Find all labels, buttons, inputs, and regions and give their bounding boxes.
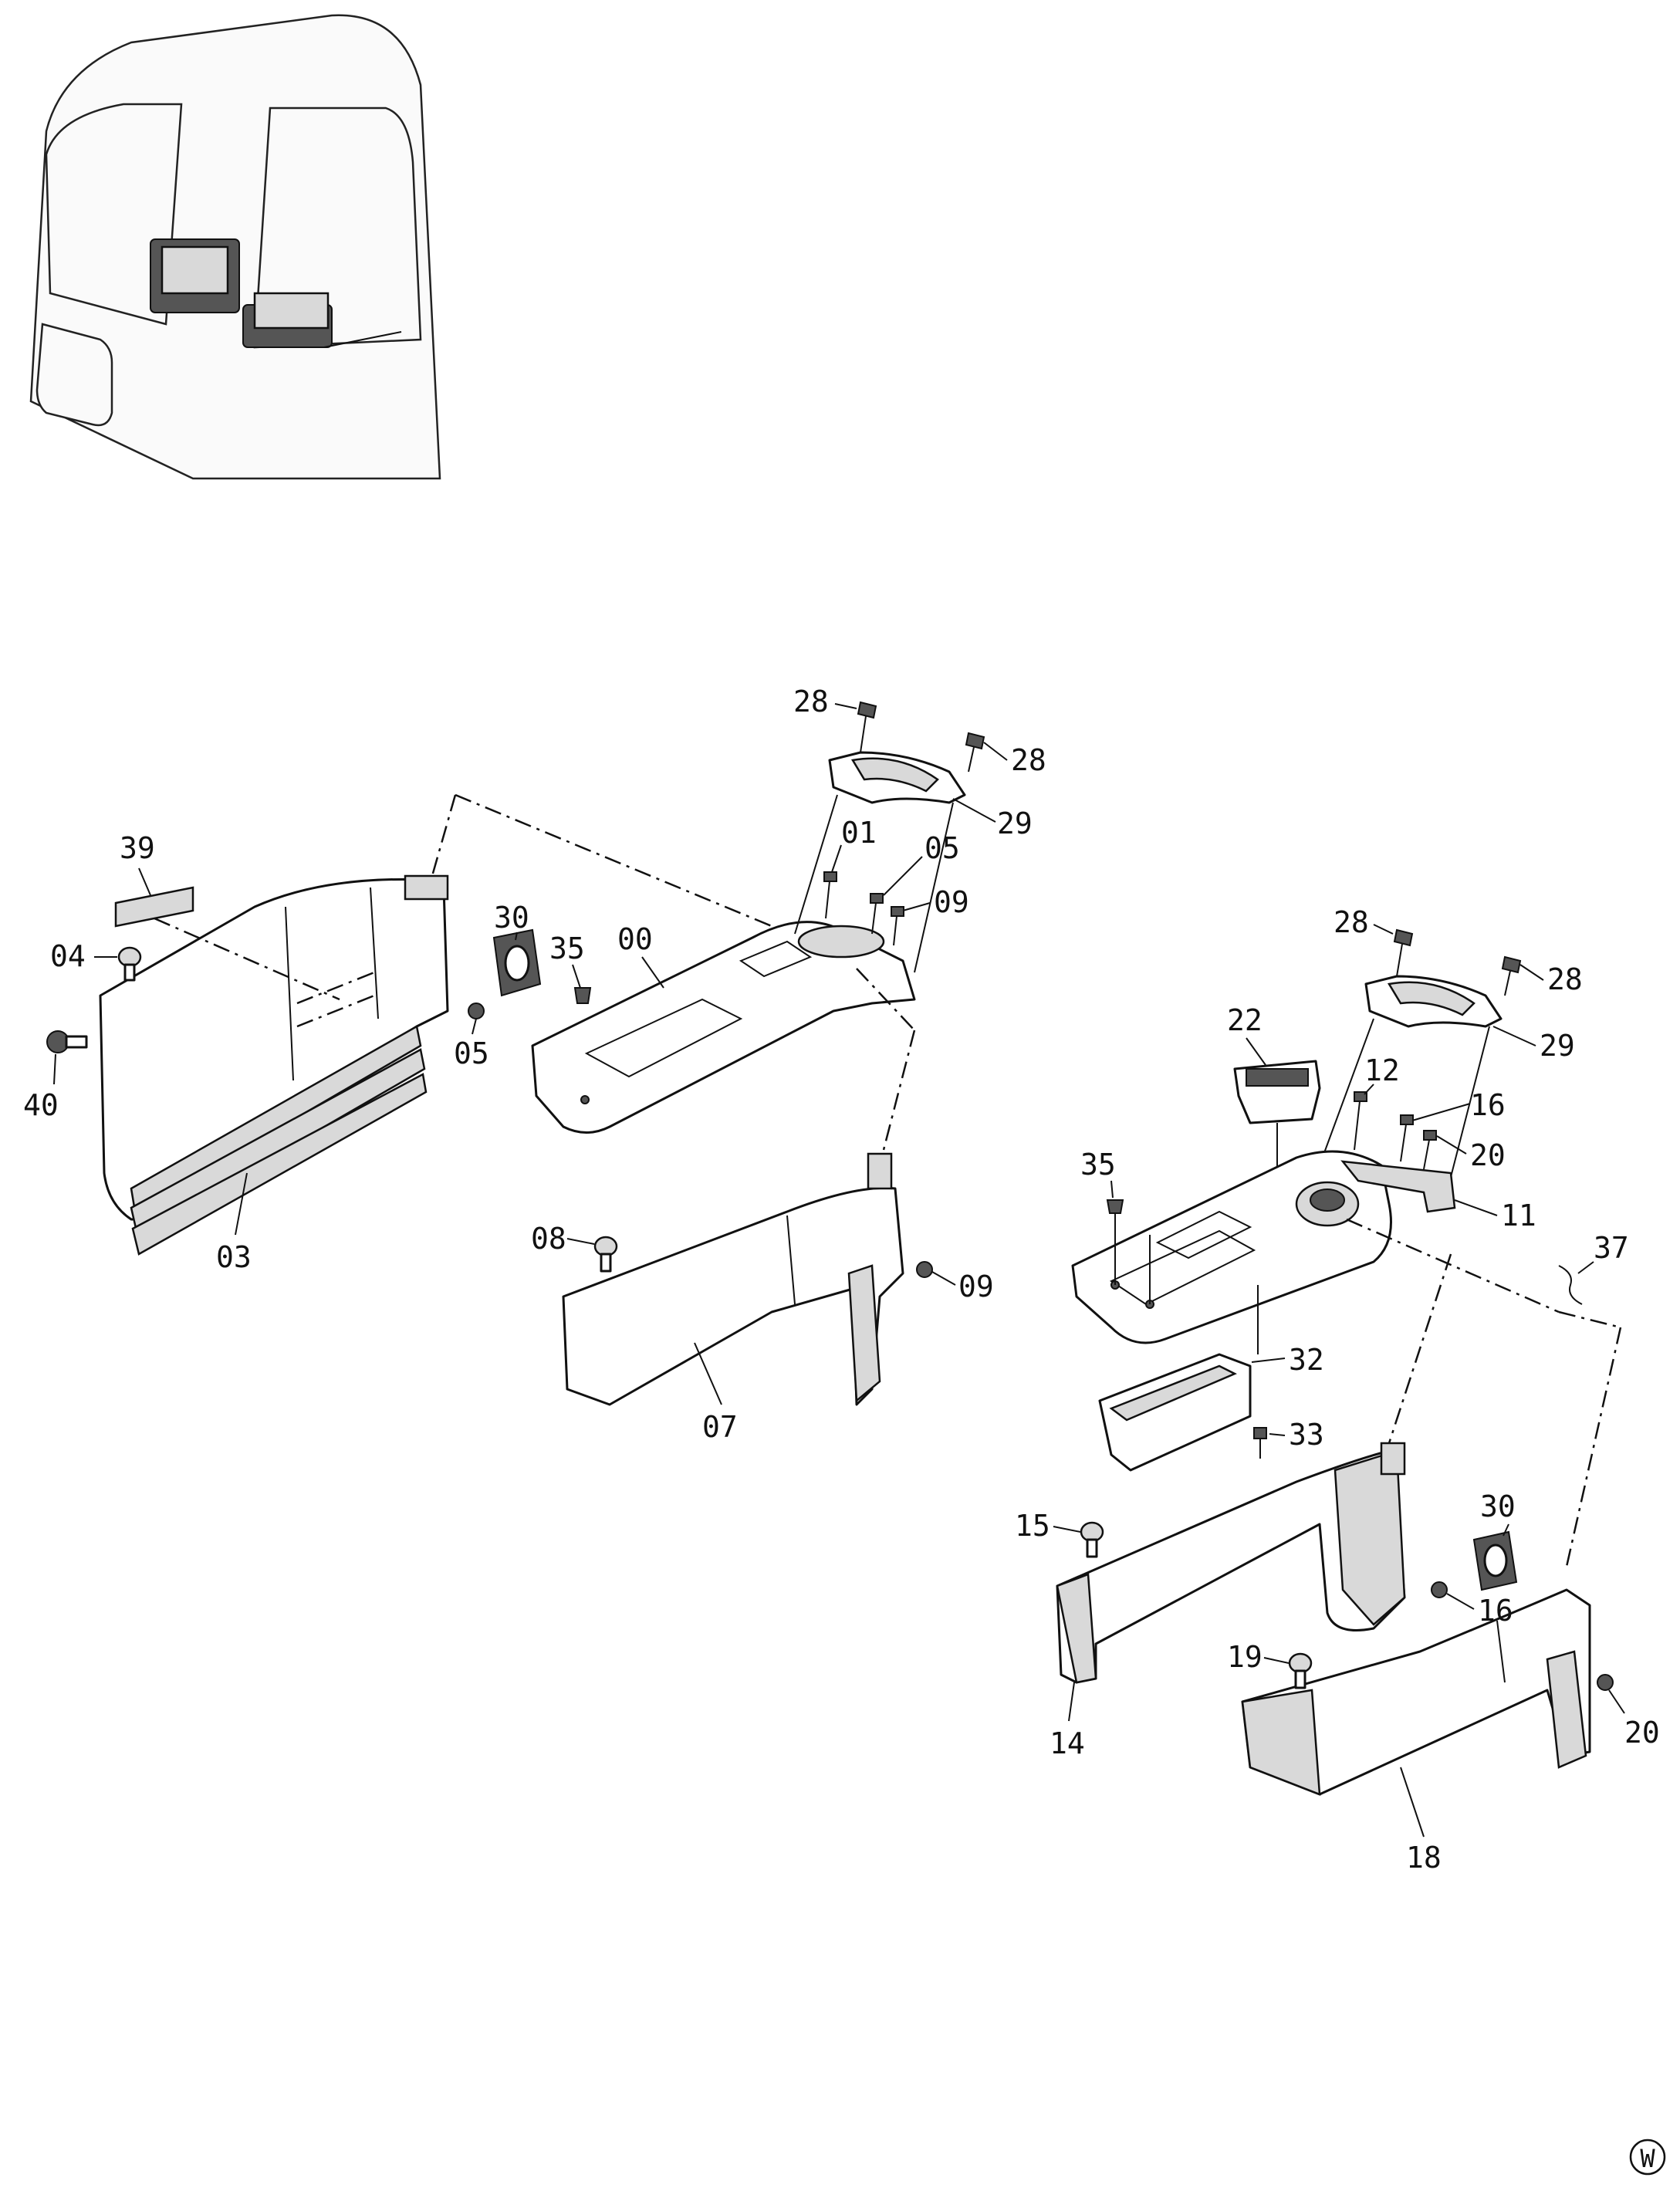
callout-28: 28: [1011, 743, 1046, 777]
left-console-assembly: [46, 701, 985, 1406]
plug-35-right: [1106, 1199, 1124, 1214]
leader-lines: [53, 703, 1625, 1838]
callout-15: 15: [1015, 1509, 1050, 1543]
callout-03: 03: [216, 1240, 252, 1274]
callout-09: 09: [934, 885, 969, 919]
screw-05-left: [468, 1003, 485, 1019]
callout-07: 07: [702, 1410, 738, 1444]
bezel-29-left: [828, 751, 966, 804]
callout-20: 20: [1470, 1138, 1506, 1172]
screw-16-lower: [1431, 1581, 1448, 1598]
callout-16: 16: [1478, 1594, 1513, 1628]
corner-mark-letter: W: [1640, 2144, 1655, 2173]
callout-08: 08: [531, 1222, 566, 1256]
grommet-30-left: [492, 928, 542, 997]
screw-16-upper: [1400, 1114, 1414, 1162]
callout-11: 11: [1501, 1199, 1536, 1232]
console-top-right: [1071, 1150, 1392, 1344]
callout-40: 40: [23, 1088, 59, 1122]
callout-30: 30: [1480, 1489, 1516, 1523]
bolt-28-right-a: [1393, 928, 1414, 977]
callout-12: 12: [1364, 1053, 1400, 1087]
callout-29: 29: [1540, 1029, 1575, 1063]
callout-39: 39: [120, 831, 155, 865]
bolt-28-left-a: [857, 701, 877, 753]
callout-33: 33: [1289, 1418, 1324, 1452]
callout-35: 35: [549, 932, 585, 965]
screw-01: [823, 871, 837, 919]
bolt-28-left-b: [965, 732, 985, 773]
plug-35-left: [573, 987, 592, 1004]
callout-19: 19: [1227, 1640, 1263, 1674]
callout-labels: 28 28 29 01 05 09 39 04 30 35 00 05 40 0…: [23, 685, 1660, 1875]
callout-28: 28: [1334, 905, 1369, 939]
callout-16: 16: [1470, 1088, 1506, 1122]
bolt-40: [46, 1030, 88, 1053]
tray-32: [1098, 1285, 1259, 1472]
callout-28: 28: [1547, 962, 1583, 996]
callout-28: 28: [793, 685, 829, 718]
right-console-assembly: [1056, 928, 1622, 1796]
callout-22: 22: [1227, 1003, 1263, 1037]
corner-mark: W: [1629, 2139, 1666, 2176]
clip-37: [1558, 1265, 1583, 1305]
callout-20: 20: [1624, 1716, 1660, 1750]
clip-19: [1288, 1652, 1313, 1689]
grommet-30-right: [1472, 1530, 1518, 1591]
screw-33: [1253, 1427, 1267, 1459]
callout-30: 30: [494, 901, 529, 935]
label-plate-39: [114, 886, 194, 928]
callout-04: 04: [50, 939, 86, 973]
callout-14: 14: [1050, 1726, 1085, 1760]
callout-35: 35: [1080, 1148, 1116, 1182]
clip-15: [1080, 1521, 1104, 1558]
screw-20-upper: [1423, 1130, 1437, 1170]
screw-05-upper: [870, 893, 884, 935]
bracket-11: [1340, 1160, 1456, 1213]
bolt-28-right-b: [1501, 955, 1522, 996]
lower-console-14: [1056, 1449, 1406, 1684]
callout-09: 09: [958, 1270, 994, 1303]
callout-01: 01: [841, 816, 877, 850]
screw-09-lower: [916, 1261, 933, 1278]
screw-12: [1354, 1091, 1367, 1151]
callout-32: 32: [1289, 1343, 1324, 1377]
callout-29: 29: [997, 806, 1033, 840]
clip-08: [593, 1236, 618, 1273]
callout-05: 05: [454, 1036, 489, 1070]
bezel-29-right: [1364, 975, 1503, 1028]
callout-37: 37: [1594, 1231, 1629, 1265]
screw-09-upper: [891, 906, 904, 946]
cab-overview-thumbnail: [29, 14, 441, 480]
callout-00: 00: [617, 922, 653, 956]
screw-20-lower: [1597, 1674, 1614, 1691]
callout-05: 05: [925, 831, 960, 865]
clip-04: [117, 946, 142, 982]
callout-18: 18: [1406, 1841, 1442, 1875]
